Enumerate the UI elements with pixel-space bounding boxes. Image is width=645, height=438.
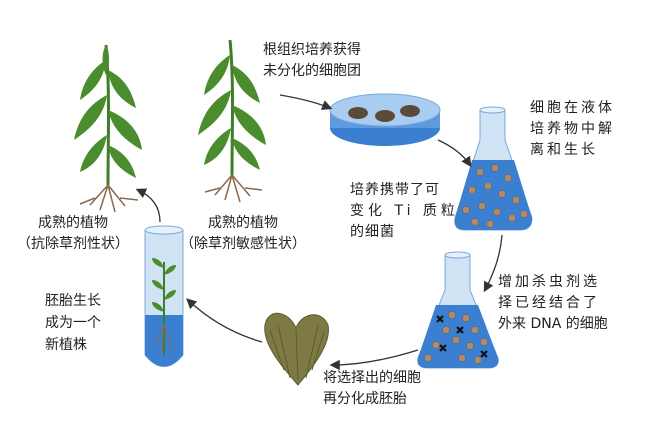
label-line: 的细菌: [350, 224, 395, 240]
label-line: （抗除草剂性状）: [17, 236, 129, 252]
label-line: 外来 DNA 的细胞: [498, 316, 608, 332]
test-tube-icon: [144, 225, 184, 367]
label-line: 变化 Ti 质粒: [350, 203, 459, 219]
label-line: 培养携带了可: [350, 182, 440, 198]
label-root-culture: 根组织培养获得 未分化的细胞团: [263, 40, 361, 82]
label-line: 未分化的细胞团: [263, 63, 361, 79]
label-embryo-growth: 胚胎生长 成为一个 新植株: [45, 290, 101, 356]
label-line: 胚胎生长: [45, 293, 101, 309]
label-line: 成熟的植物: [208, 215, 278, 231]
label-line: （除草剂敏感性状）: [180, 236, 306, 252]
resistant-plant-icon: [74, 44, 142, 213]
embryo-icon: [264, 312, 329, 386]
label-line: 离和生长: [530, 142, 598, 158]
label-line: 成为一个: [45, 315, 101, 331]
flask-selection-icon: [417, 251, 499, 369]
label-bacteria: 培养携带了可 变化 Ti 质粒 的细菌: [350, 180, 459, 243]
label-selection: 增加杀虫剂选 择已经结合了 外来 DNA 的细胞: [498, 272, 608, 335]
label-redifferentiate: 将选择出的细胞 再分化成胚胎: [323, 368, 421, 410]
label-liquid-culture: 细胞在液体 培养物中解 离和生长: [530, 98, 615, 161]
label-line: 增加杀虫剂选: [498, 274, 600, 290]
label-line: 新植株: [45, 337, 87, 353]
label-line: 再分化成胚胎: [323, 391, 407, 407]
label-mature-resistant: 成熟的植物 （抗除草剂性状）: [17, 213, 129, 255]
sensitive-plant-icon: [198, 39, 266, 203]
process-arrows: [135, 94, 503, 371]
label-line: 择已经结合了: [498, 295, 600, 311]
flask-liquid-culture-icon: [454, 106, 533, 231]
label-line: 细胞在液体: [530, 100, 615, 116]
label-line: 培养物中解: [530, 121, 615, 137]
petri-dish-icon: [329, 93, 441, 146]
label-line: 根组织培养获得: [263, 42, 361, 58]
label-line: 成熟的植物: [38, 215, 108, 231]
label-line: 将选择出的细胞: [323, 370, 421, 386]
label-mature-sensitive: 成熟的植物 （除草剂敏感性状）: [180, 213, 306, 255]
